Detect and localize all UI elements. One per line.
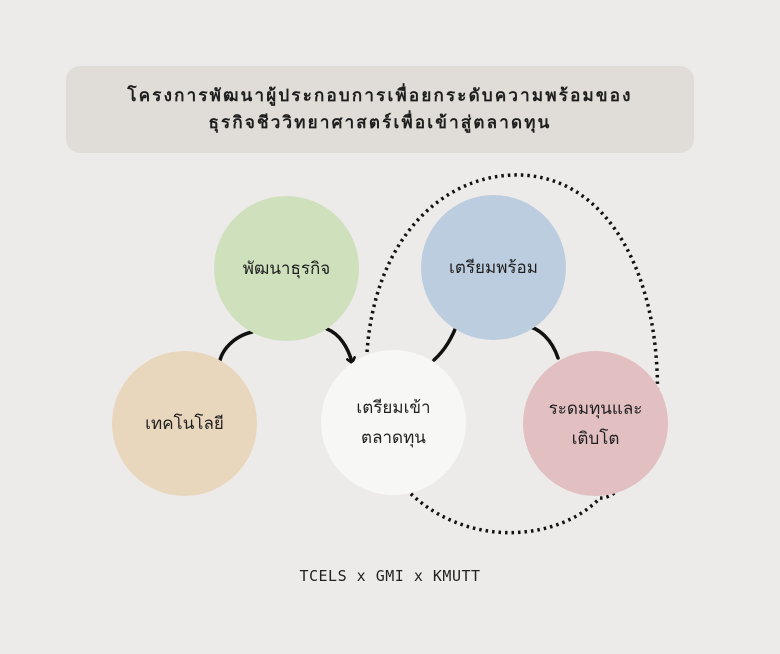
node-market-preparation-label-1: เตรียมเข้า [356, 397, 431, 418]
footer-credits: TCELS x GMI x KMUTT [299, 567, 481, 585]
node-market-preparation-label-2: ตลาดทุน [361, 427, 426, 448]
dotted-loop [365, 173, 660, 535]
arrow-business-to-market [325, 327, 352, 362]
node-fundraising-growth-label-1: ระดมทุนและ [548, 398, 643, 419]
node-fundraising-growth-label-2: เติบโต [571, 428, 620, 449]
title-banner: โครงการพัฒนาผู้ประกอบการเพื่อยกระดับความ… [66, 66, 694, 153]
node-technology-label: เทคโนโลยี [145, 413, 224, 434]
node-business-development: พัฒนาธุรกิจ [214, 196, 359, 341]
node-readiness: เตรียมพร้อม [421, 195, 566, 340]
title-line-1: โครงการพัฒนาผู้ประกอบการเพื่อยกระดับความ… [127, 85, 633, 106]
node-business-development-label: พัฒนาธุรกิจ [242, 258, 331, 279]
node-fundraising-growth: ระดมทุนและ เติบโต [523, 351, 668, 496]
node-market-preparation: เตรียมเข้า ตลาดทุน [321, 350, 466, 495]
title-line-2: ธุรกิจชีววิทยาศาสตร์เพื่อเข้าสู่ตลาดทุน [208, 112, 552, 133]
node-technology: เทคโนโลยี [112, 351, 257, 496]
node-readiness-label: เตรียมพร้อม [449, 257, 538, 278]
